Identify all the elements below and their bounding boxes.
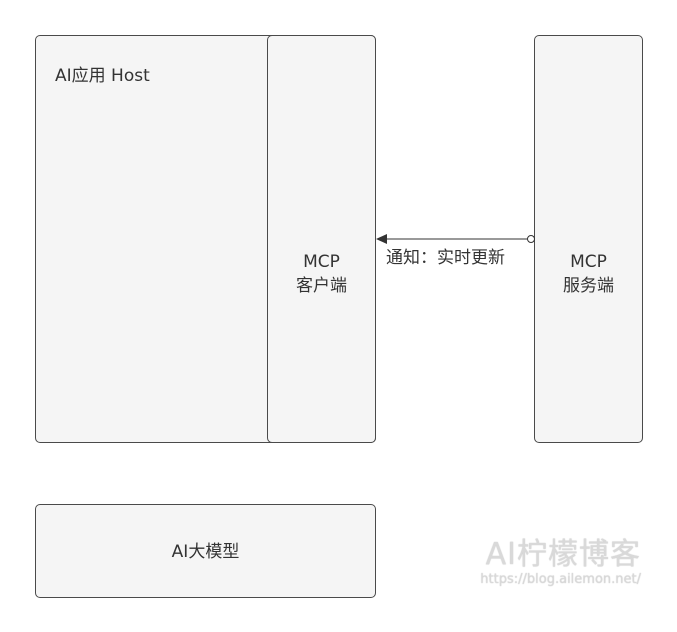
- server-label-line1: MCP: [570, 252, 607, 272]
- edge-label: 通知：实时更新: [386, 248, 505, 268]
- watermark-title: AI柠檬博客: [485, 537, 641, 572]
- client-label-line1: MCP: [303, 252, 340, 272]
- client-box: MCP 客户端: [267, 35, 376, 443]
- client-label-line2: 客户端: [296, 276, 347, 296]
- client-label: MCP 客户端: [268, 250, 375, 298]
- model-label: AI大模型: [171, 542, 240, 562]
- server-label: MCP 服务端: [535, 250, 642, 298]
- watermark-url: https://blog.ailemon.net/: [480, 572, 641, 587]
- host-label: AI应用 Host: [55, 66, 150, 86]
- model-box: AI大模型: [35, 504, 376, 598]
- server-label-line2: 服务端: [563, 276, 614, 296]
- watermark: AI柠檬博客 https://blog.ailemon.net/: [480, 538, 641, 588]
- server-box: MCP 服务端: [534, 35, 643, 443]
- arrowhead-icon: [376, 234, 387, 244]
